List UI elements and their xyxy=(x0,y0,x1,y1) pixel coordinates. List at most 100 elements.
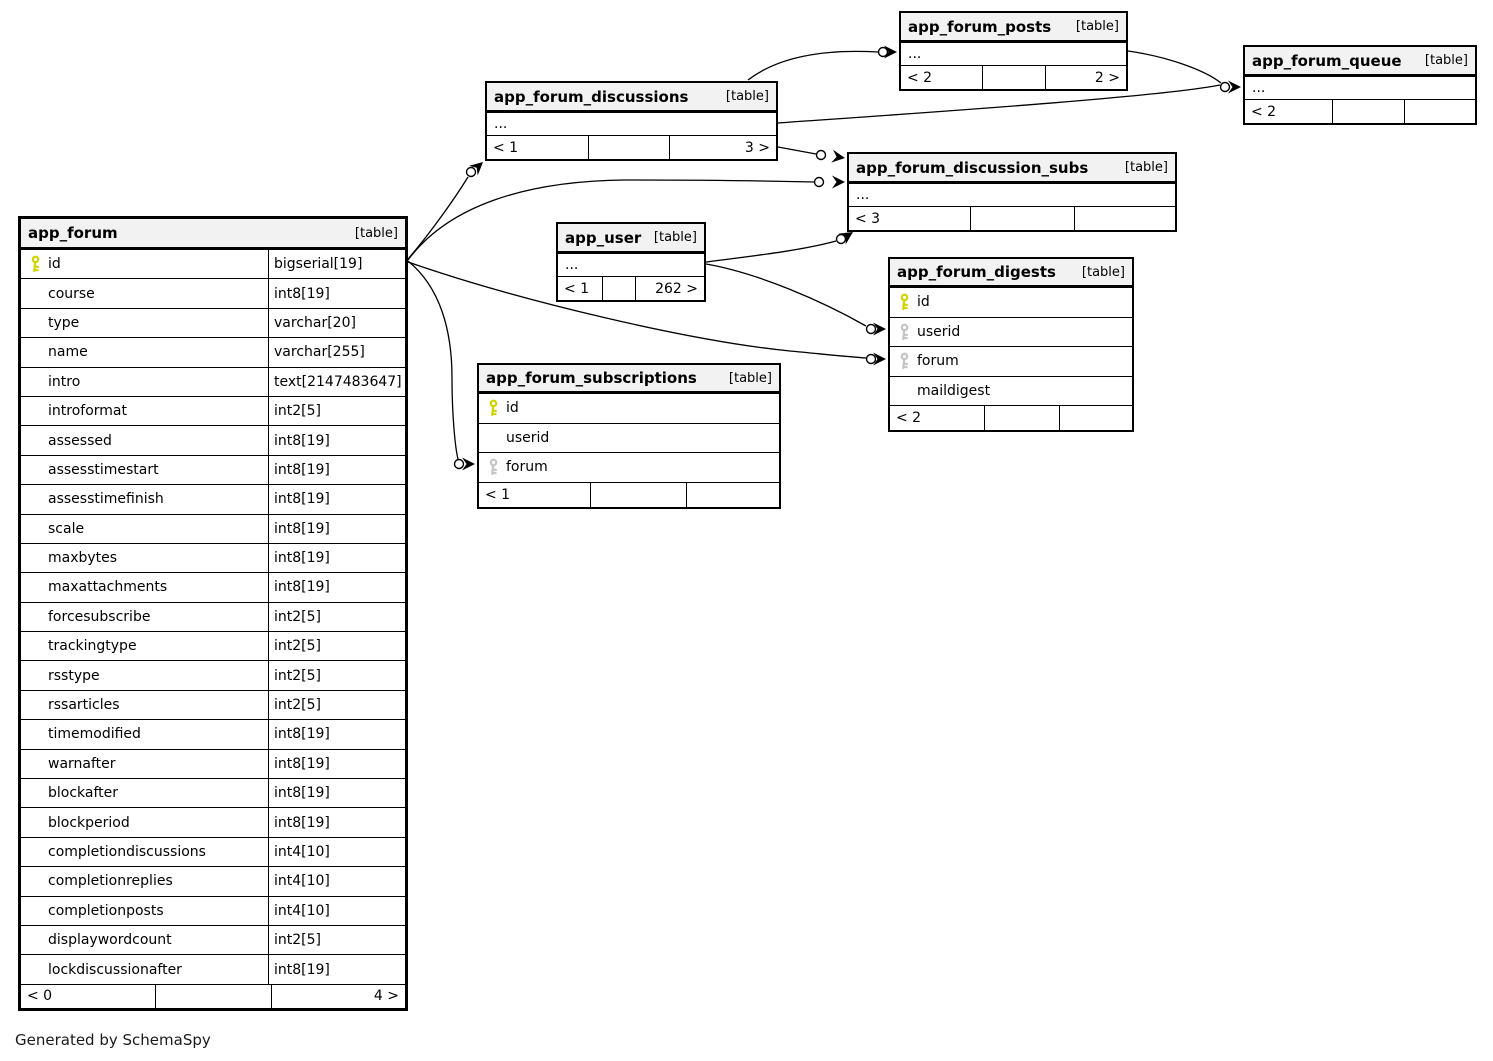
edge-endpoint-circle xyxy=(465,166,477,178)
column-row-forum: forum xyxy=(479,452,779,482)
column-name: assessed xyxy=(48,432,112,449)
footer-mid-cell xyxy=(588,136,669,159)
edge-endpoint-circle xyxy=(877,46,889,58)
column-row-introformat: introformat int2[5] xyxy=(21,395,405,426)
edge-forum-to-discussions xyxy=(407,176,469,260)
table-footer: < 1 xyxy=(479,481,779,507)
column-name: id xyxy=(917,294,930,311)
ellipsis-text: ... xyxy=(908,46,922,62)
key-slot xyxy=(890,352,917,370)
column-name: completionposts xyxy=(48,902,164,919)
foreign-key-icon xyxy=(489,458,497,476)
ellipsis-row: ... xyxy=(1245,76,1475,99)
edge-arrowhead xyxy=(873,352,886,366)
column-name: displaywordcount xyxy=(48,932,172,949)
table-name: app_forum_queue xyxy=(1252,51,1402,70)
column-row-completionreplies: completionreplies int4[10] xyxy=(21,866,405,896)
footer-parents-count: 4 > xyxy=(270,984,405,1008)
column-name: completiondiscussions xyxy=(48,844,206,860)
key-slot xyxy=(479,399,506,417)
column-name: forum xyxy=(917,353,959,370)
table-node-app_forum_queue[interactable]: app_forum_queue[table]... < 2 xyxy=(1243,45,1477,125)
table-header: app_forum_digests[table] xyxy=(890,259,1132,287)
column-row-forum: forum xyxy=(890,346,1132,376)
column-name: scale xyxy=(48,520,85,537)
key-slot xyxy=(479,458,506,476)
edge-forum-to-subscriptions-forum xyxy=(407,260,459,460)
footer-parents-count xyxy=(686,482,779,507)
foreign-key-icon xyxy=(900,352,908,370)
column-row-id: id xyxy=(890,287,1132,317)
ellipsis-text: ... xyxy=(565,257,579,273)
footer-children-count: < 1 xyxy=(485,486,511,503)
column-name: warnafter xyxy=(48,755,116,772)
column-type: int2[5] xyxy=(268,396,405,426)
ellipsis-row: ... xyxy=(901,42,1126,65)
column-name: completionreplies xyxy=(48,873,173,890)
column-name: type xyxy=(48,314,80,331)
column-type: int8[19] xyxy=(268,779,405,808)
column-type: int8[19] xyxy=(268,514,405,543)
column-type: int4[10] xyxy=(268,896,405,925)
column-type: int4[10] xyxy=(268,867,405,896)
column-name: maxattachments xyxy=(48,579,168,596)
edge-endpoint-circle xyxy=(813,176,825,188)
column-type: text[2147483647] xyxy=(268,367,405,396)
column-type: int8[19] xyxy=(268,455,405,485)
column-row-assesstimestart: assesstimestart int8[19] xyxy=(21,454,405,485)
ellipsis-text: ... xyxy=(1252,80,1266,96)
footer-parents-count xyxy=(1403,100,1475,123)
footer-mid-cell xyxy=(590,482,686,507)
edge-arrowhead xyxy=(873,322,886,336)
generator-credit: Generated by SchemaSpy xyxy=(15,1031,211,1049)
column-type: int2[5] xyxy=(268,602,405,632)
column-name: forum xyxy=(506,459,548,476)
footer-children-count: < 1 xyxy=(564,280,590,297)
footer-parents-count xyxy=(1073,207,1175,230)
column-type: int8[19] xyxy=(268,808,405,837)
footer-mid-cell xyxy=(601,277,636,300)
footer-children-count: < 0 xyxy=(27,988,53,1005)
column-type: int2[5] xyxy=(268,925,405,955)
table-node-app_forum_discussion_subs[interactable]: app_forum_discussion_subs[table]...< 3 xyxy=(847,152,1177,232)
column-type: int8[19] xyxy=(268,955,405,984)
edge-arrowhead xyxy=(462,457,475,471)
primary-key-icon xyxy=(489,399,497,417)
column-type: int2[5] xyxy=(268,661,405,690)
column-type: int2[5] xyxy=(268,632,405,661)
table-footer: < 2 xyxy=(1245,99,1475,123)
column-name: rssarticles xyxy=(48,697,120,714)
edge-endpoint-circle xyxy=(453,458,465,470)
column-row-completionposts: completionposts int4[10] xyxy=(21,895,405,925)
foreign-key-icon xyxy=(900,323,908,340)
column-name: assesstimestart xyxy=(48,461,159,478)
edge-endpoint-circle xyxy=(1219,81,1231,93)
ellipsis-row: ... xyxy=(849,183,1175,206)
edge-endpoint-circle xyxy=(835,233,847,245)
column-name: introformat xyxy=(48,403,127,420)
column-name: id xyxy=(48,256,61,273)
edge-user-to-digests-userid xyxy=(705,263,867,327)
column-type: int8[19] xyxy=(268,485,405,514)
column-name: name xyxy=(48,344,88,361)
table-tag: [table] xyxy=(354,225,398,241)
ellipsis-text: ... xyxy=(856,187,870,203)
ellipsis-row: ... xyxy=(487,112,776,135)
table-tag: [table] xyxy=(1124,160,1168,175)
table-header: app_forum_queue[table] xyxy=(1245,47,1475,76)
